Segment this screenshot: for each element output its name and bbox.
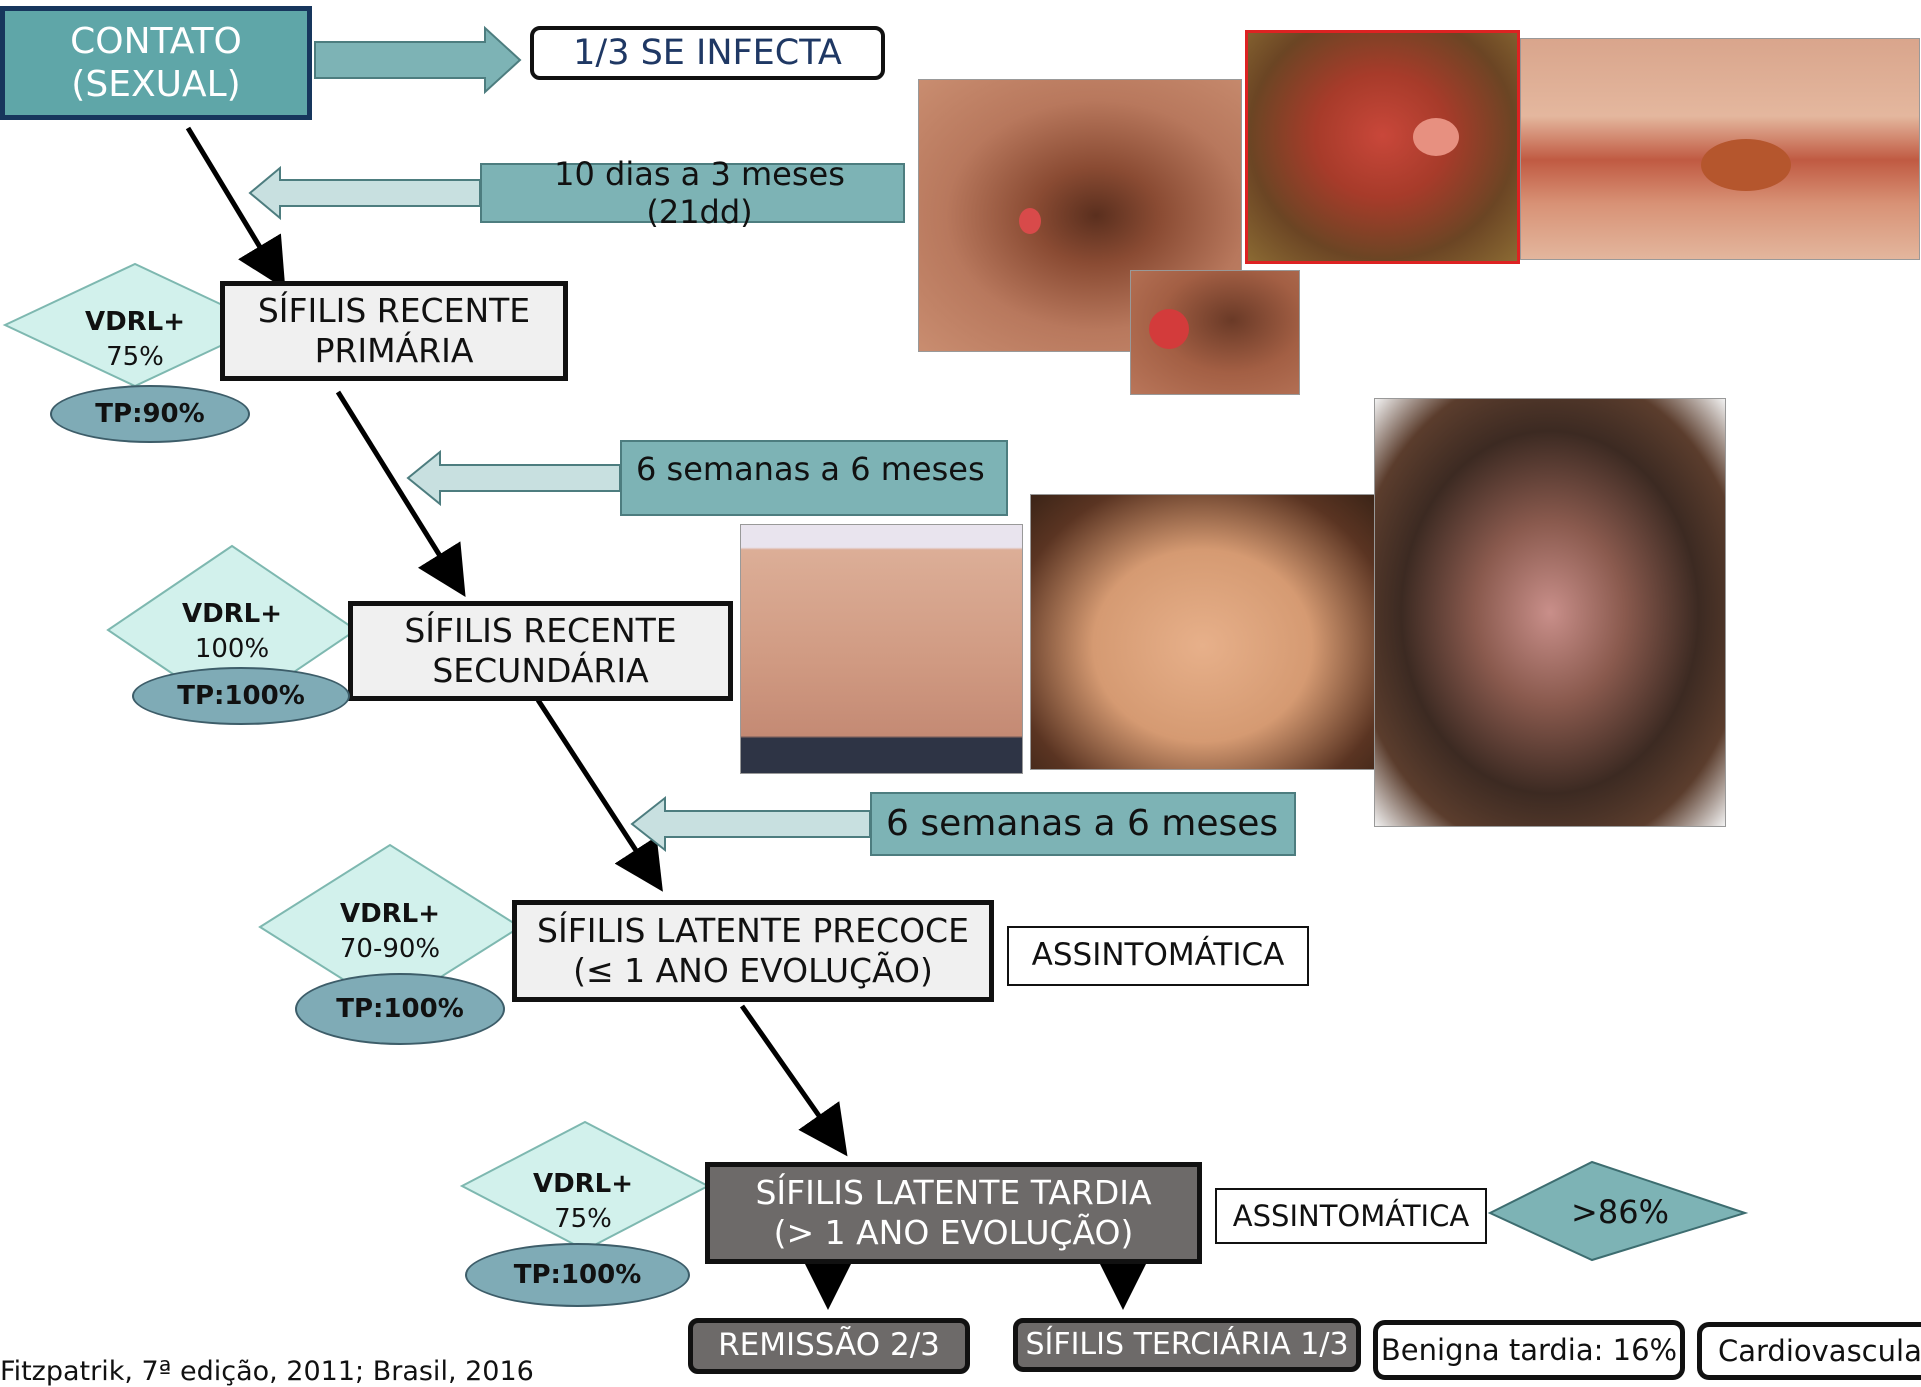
block-arrow-latent-interval xyxy=(632,798,870,850)
infection-rate-box: 1/3 SE INFECTA xyxy=(530,26,885,80)
secondary-vdrl-label: VDRL+ 100% xyxy=(167,592,297,672)
incubation-interval-label: 10 dias a 3 meses (21dd) xyxy=(480,163,905,223)
latent-interval-label: 6 semanas a 6 meses xyxy=(870,792,1296,856)
photo-primary-chancre-penile xyxy=(1245,30,1520,264)
citation-text: Fitzpatrik, 7ª edição, 2011; Brasil, 201… xyxy=(0,1358,534,1385)
cardiovascular-box: Cardiovascular: xyxy=(1697,1322,1921,1380)
stage-early-latent-box: SÍFILIS LATENTE PRECOCE (≤ 1 ANO EVOLUÇÃ… xyxy=(512,900,994,1002)
stage-secondary-box: SÍFILIS RECENTE SECUNDÁRIA xyxy=(348,601,733,701)
photo-primary-chancre-closeup xyxy=(1130,270,1300,395)
stage-late-latent-box: SÍFILIS LATENTE TARDIA (> 1 ANO EVOLUÇÃO… xyxy=(705,1162,1202,1264)
late-latent-vdrl-label: VDRL+ 75% xyxy=(518,1162,648,1242)
secondary-tp-ellipse: TP:100% xyxy=(132,667,350,725)
early-latent-tp-ellipse: TP:100% xyxy=(295,973,505,1045)
secondary-interval-label: 6 semanas a 6 meses xyxy=(620,440,1008,516)
stage-primary-box: SÍFILIS RECENTE PRIMÁRIA xyxy=(220,281,568,381)
contact-line2: (SEXUAL) xyxy=(71,63,240,106)
photo-primary-chancre-lip xyxy=(1520,38,1920,260)
block-arrow-infection xyxy=(315,28,520,92)
primary-tp-ellipse: TP:90% xyxy=(50,385,250,443)
primary-vdrl-label: VDRL+ 75% xyxy=(70,300,200,380)
early-latent-asymptomatic: ASSINTOMÁTICA xyxy=(1007,926,1309,986)
asymptomatic-pct-label: >86% xyxy=(1520,1188,1720,1238)
arrow-early-to-late-latent xyxy=(742,1006,836,1140)
remission-box: REMISSÃO 2/3 xyxy=(688,1318,970,1374)
contact-line1: CONTATO xyxy=(70,20,242,63)
photo-secondary-rash-palms xyxy=(1030,494,1375,770)
late-latent-tp-ellipse: TP:100% xyxy=(465,1243,690,1307)
benign-late-box: Benigna tardia: 16% xyxy=(1373,1320,1685,1380)
photo-secondary-rash-trunk xyxy=(740,524,1023,774)
late-latent-asymptomatic: ASSINTOMÁTICA xyxy=(1215,1188,1487,1244)
photo-secondary-condyloma-lata xyxy=(1374,398,1726,827)
tertiary-box: SÍFILIS TERCIÁRIA 1/3 xyxy=(1013,1318,1361,1372)
block-arrow-incubation xyxy=(250,168,480,218)
arrow-secondary-to-early-latent xyxy=(538,700,652,875)
contact-box: CONTATO (SEXUAL) xyxy=(0,6,312,120)
block-arrow-secondary-interval xyxy=(408,452,620,504)
early-latent-vdrl-label: VDRL+ 70-90% xyxy=(325,892,455,972)
infection-rate-text: 1/3 SE INFECTA xyxy=(573,32,842,74)
